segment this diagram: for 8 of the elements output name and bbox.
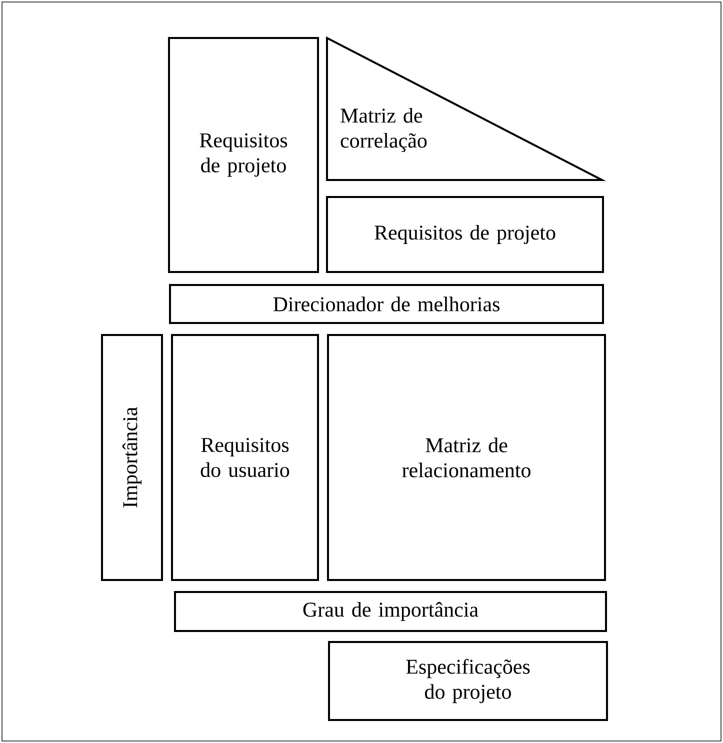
text-box: Especificações do projeto <box>328 641 608 721</box>
text-box: Requisitos do usuario <box>171 334 319 581</box>
text-box: Direcionador de melhorias <box>169 284 604 324</box>
text-box: Importância <box>101 334 163 581</box>
text-box: Matriz de relacionamento <box>327 334 606 581</box>
text-box: Requisitos de projeto <box>168 37 319 273</box>
text-box: Grau de importância <box>174 591 607 632</box>
text-box: Requisitos de projeto <box>326 196 604 273</box>
